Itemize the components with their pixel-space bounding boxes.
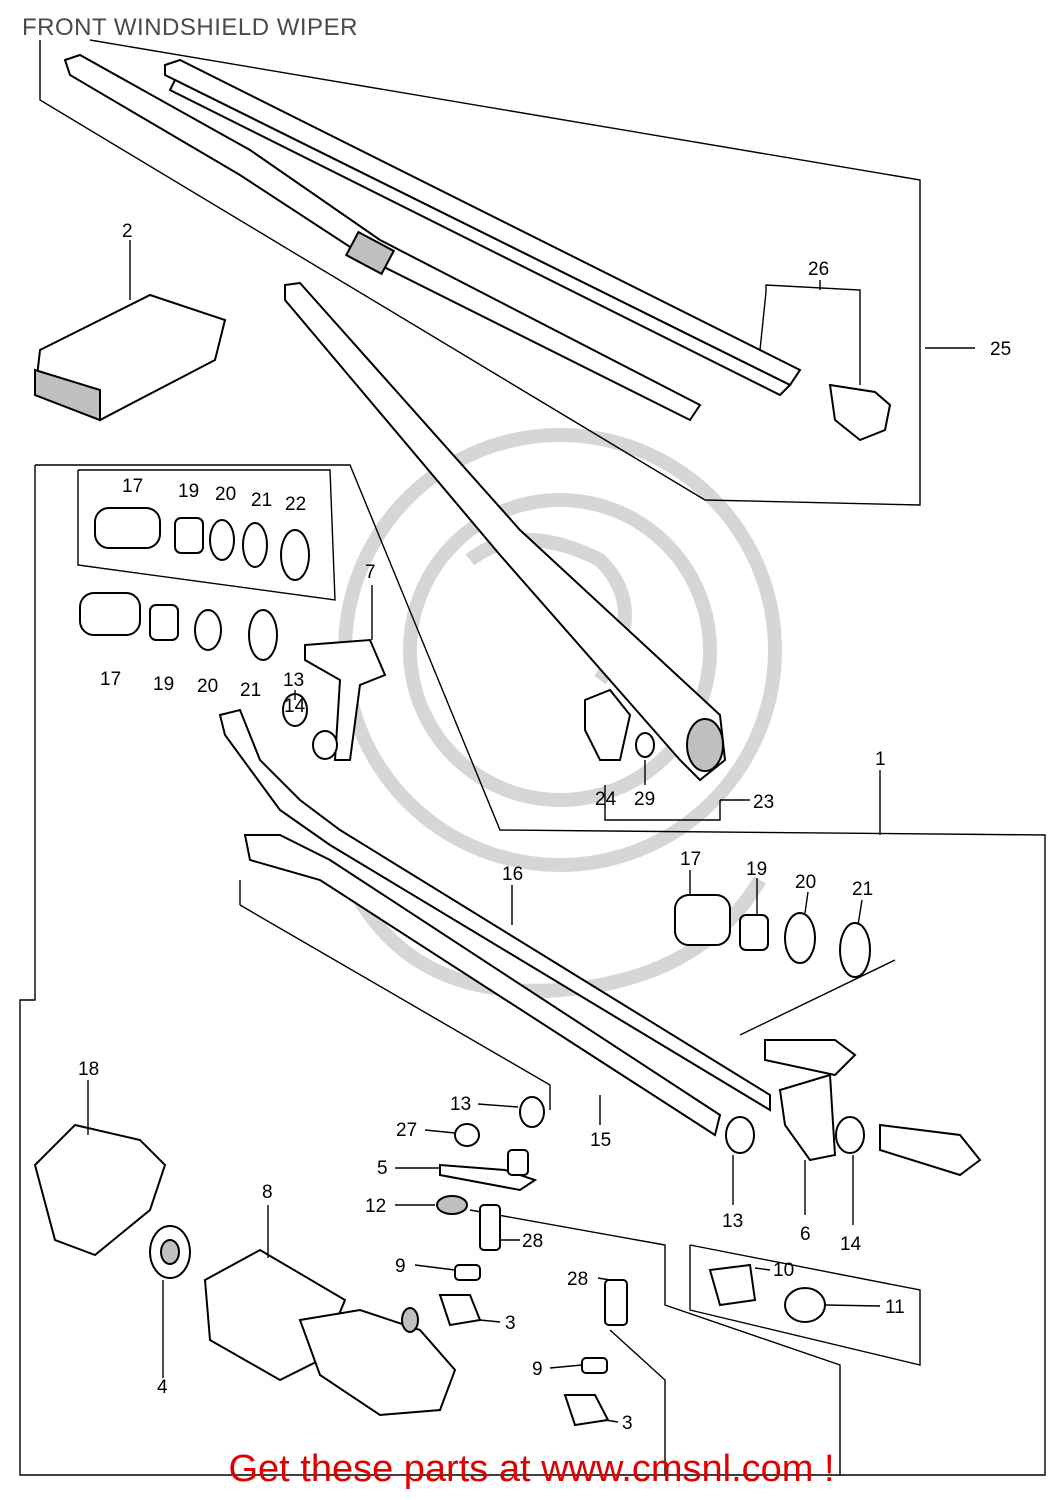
callout-28: 28: [522, 1231, 543, 1252]
callout-22: 22: [285, 494, 306, 515]
callout-13: 13: [283, 670, 304, 691]
page-title: FRONT WINDSHIELD WIPER: [22, 14, 358, 41]
footer-banner[interactable]: Get these parts at www.cmsnl.com !: [228, 1448, 835, 1490]
callout-labels: 2 26 25 17 19 20 21 22 7 17 19 20 21 13 …: [78, 221, 1011, 1434]
callout-20: 20: [215, 484, 236, 505]
callout-12: 12: [365, 1196, 386, 1217]
callout-2: 2: [122, 221, 133, 242]
wiper-blade: [63, 53, 892, 442]
callout-23: 23: [753, 792, 774, 813]
callout-9: 9: [395, 1256, 406, 1277]
callout-27: 27: [396, 1120, 417, 1141]
callout-26: 26: [808, 259, 829, 280]
callout-14: 14: [840, 1234, 862, 1255]
mounting-hardware: [436, 1096, 826, 1427]
callout-7: 7: [365, 562, 376, 583]
callout-9: 9: [532, 1359, 543, 1380]
callout-25: 25: [990, 339, 1011, 360]
wiper-arm: [284, 281, 727, 782]
linkage-rods: [218, 708, 982, 1177]
callout-4: 4: [157, 1377, 168, 1398]
callout-17: 17: [100, 669, 121, 690]
callout-14: 14: [284, 696, 306, 717]
callout-21: 21: [240, 680, 261, 701]
callout-18: 18: [78, 1059, 99, 1080]
callout-21: 21: [852, 879, 873, 900]
callout-24: 24: [595, 789, 617, 810]
callout-21: 21: [251, 490, 272, 511]
callout-8: 8: [262, 1182, 273, 1203]
callout-28: 28: [567, 1269, 588, 1290]
callout-29: 29: [634, 789, 655, 810]
callout-3: 3: [505, 1313, 516, 1334]
callout-1: 1: [875, 749, 886, 770]
callout-3: 3: [622, 1413, 633, 1434]
pivot-hardware-set-c: [674, 894, 871, 978]
part-2-connector: [33, 293, 227, 422]
wiper-motor-8: [203, 1248, 457, 1417]
pivot-7: [282, 638, 387, 761]
leader-lines: [87, 240, 975, 1423]
group-outlines: [19, 39, 1046, 1476]
callout-19: 19: [178, 481, 199, 502]
callout-17: 17: [122, 476, 143, 497]
callout-20: 20: [795, 872, 816, 893]
callout-17: 17: [680, 849, 701, 870]
callout-6: 6: [800, 1224, 811, 1245]
callout-13: 13: [450, 1094, 471, 1115]
callout-10: 10: [773, 1260, 794, 1281]
callout-20: 20: [197, 676, 218, 697]
callout-19: 19: [153, 674, 174, 695]
callout-19: 19: [746, 859, 767, 880]
grommet-4-hole: [160, 1239, 180, 1265]
callout-5: 5: [377, 1158, 388, 1179]
callout-13: 13: [722, 1211, 743, 1232]
callout-16: 16: [502, 864, 523, 885]
pivot-hardware-set-b: [79, 592, 278, 661]
motor-cover-18: [33, 1123, 167, 1257]
callout-11: 11: [885, 1297, 905, 1318]
callout-15: 15: [590, 1130, 611, 1151]
pivot-hardware-set-a: [94, 507, 310, 581]
